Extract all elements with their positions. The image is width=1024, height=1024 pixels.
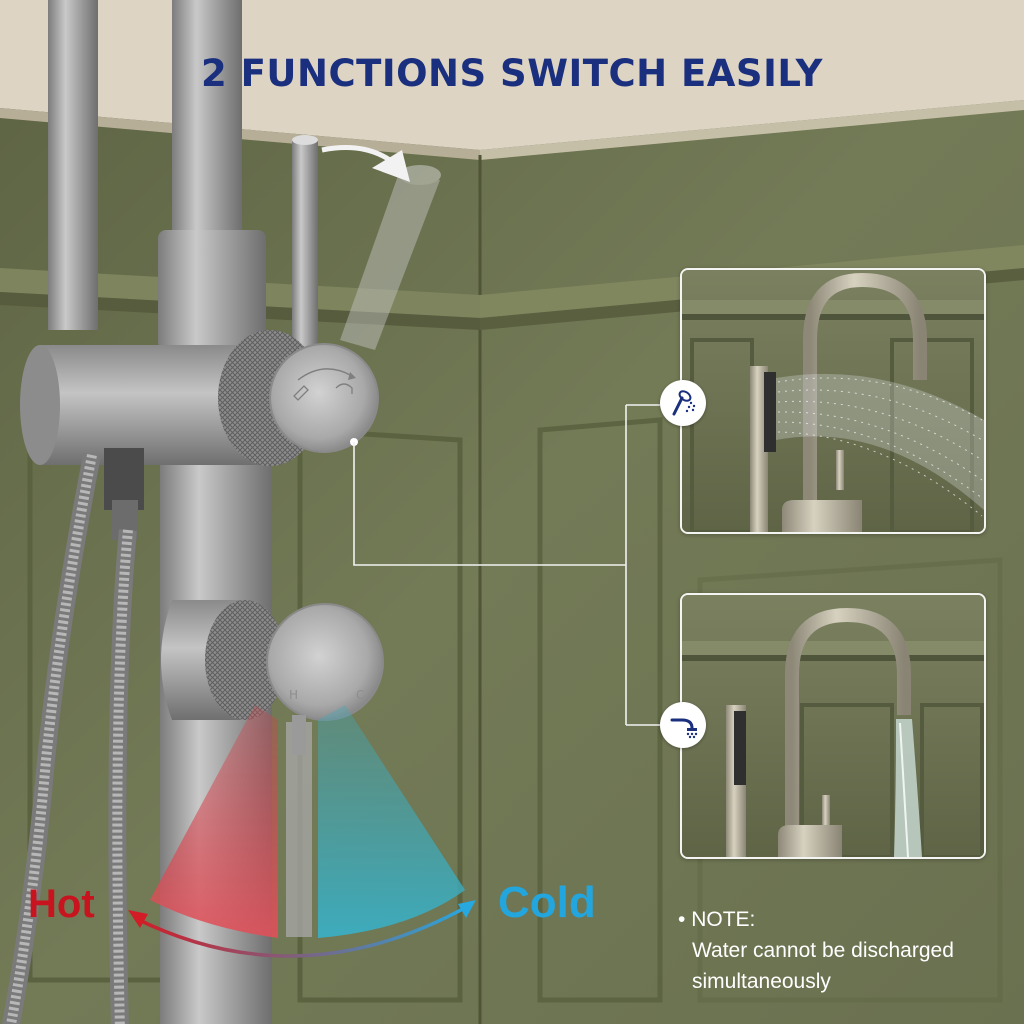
hot-marker: H [289,688,299,702]
hand-shower-mode-inset [680,268,986,534]
hand-shower-spray-icon [672,390,696,416]
hot-label: Hot [28,882,95,926]
bullet-icon: • [678,908,692,931]
faucet-spout-icon [670,718,698,739]
note-block: • NOTE: Water cannot be discharged simul… [678,904,1012,997]
note-heading: • NOTE: [678,904,1012,935]
faucet-mode-inset [680,593,986,859]
faucet-badge [660,702,706,748]
hand-shower-badge [660,380,706,426]
note-heading-text: NOTE: [691,908,756,931]
note-text: Water cannot be discharged simultaneousl… [692,939,954,993]
cold-marker: C [356,688,365,702]
hand-shower-scene [682,270,984,532]
cold-label: Cold [498,878,596,927]
mixer-handle [292,715,306,755]
headline: 2 FUNCTIONS SWITCH EASILY [201,52,823,95]
faucet-scene [682,595,984,857]
diverter-markings-icon [293,368,356,401]
